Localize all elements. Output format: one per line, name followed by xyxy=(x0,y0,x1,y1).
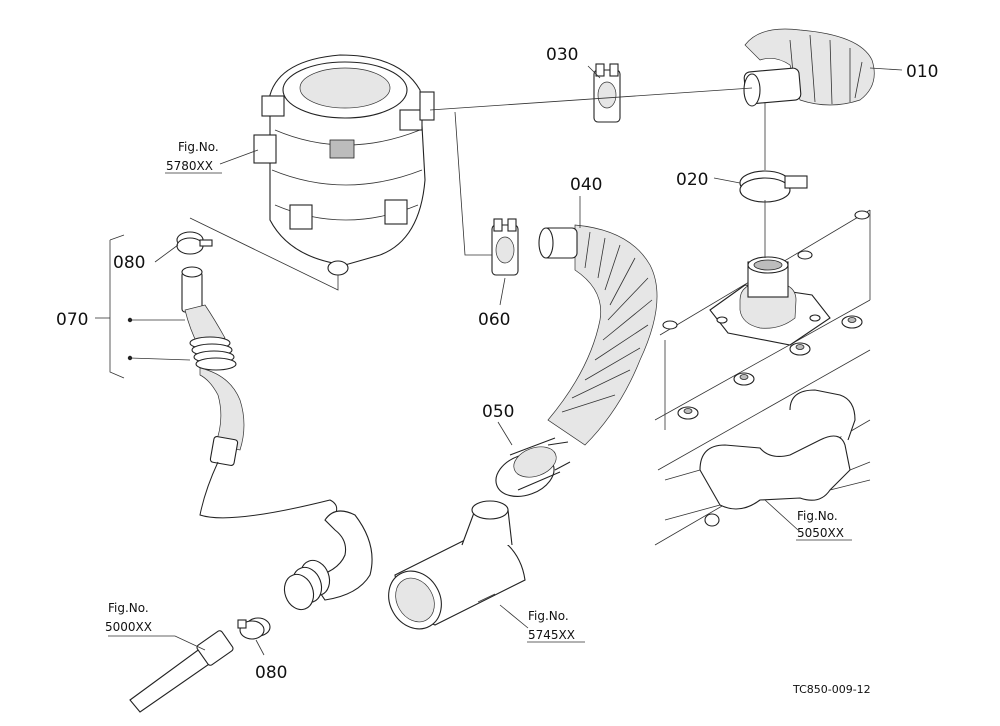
fig-ref-5050: Fig.No. 5050XX xyxy=(796,509,852,541)
hose-clamp-080-upper xyxy=(176,231,213,255)
fig-ref-number: 5745XX xyxy=(528,628,575,642)
long-hose-040 xyxy=(538,224,658,446)
corrugated-section xyxy=(283,559,331,611)
drawing-code: TC850-009-12 xyxy=(792,683,871,696)
part-label-030: 030 xyxy=(546,45,578,65)
hose-clamp-020 xyxy=(739,170,808,203)
hose-clamp-080-lower xyxy=(237,617,271,640)
engine-outlet-port xyxy=(709,256,831,346)
part-label-060: 060 xyxy=(478,310,510,330)
fig-ref-number: 5000XX xyxy=(105,620,152,634)
breather-pipe-070 xyxy=(181,266,373,611)
fig-ref-number: 5780XX xyxy=(166,159,213,173)
fig-ref-label: Fig.No. xyxy=(178,140,219,154)
fig-ref-5780: Fig.No. 5780XX xyxy=(165,140,222,174)
engine-block xyxy=(654,209,871,546)
fig-ref-5745: Fig.No. 5745XX xyxy=(527,609,585,643)
part-label-080-lower: 080 xyxy=(255,663,287,683)
leader-dot xyxy=(127,355,133,361)
part-label-010: 010 xyxy=(906,62,938,82)
part-label-040: 040 xyxy=(570,175,602,195)
part-label-020: 020 xyxy=(676,170,708,190)
hose-clip-030 xyxy=(593,63,621,123)
part-label-050: 050 xyxy=(482,402,514,422)
engine-bolt xyxy=(662,210,870,527)
fig-ref-number: 5050XX xyxy=(797,526,844,540)
hose-clip-060 xyxy=(491,218,519,276)
leader-dot xyxy=(127,317,133,323)
part-label-070: 070 xyxy=(56,310,88,330)
fig-ref-label: Fig.No. xyxy=(797,509,838,523)
upper-hose-010 xyxy=(743,28,875,107)
hose-clamp-050 xyxy=(495,437,571,497)
corrugated-section xyxy=(189,336,237,371)
fig-ref-label: Fig.No. xyxy=(108,601,149,615)
lower-pipe xyxy=(129,630,234,713)
part-label-080-upper: 080 xyxy=(113,253,145,273)
fig-ref-5000: Fig.No. 5000XX xyxy=(105,601,152,634)
connection-lines xyxy=(95,65,903,656)
intake-pipe xyxy=(388,500,526,630)
fig-ref-label: Fig.No. xyxy=(528,609,569,623)
oil-separator-housing xyxy=(253,54,435,276)
